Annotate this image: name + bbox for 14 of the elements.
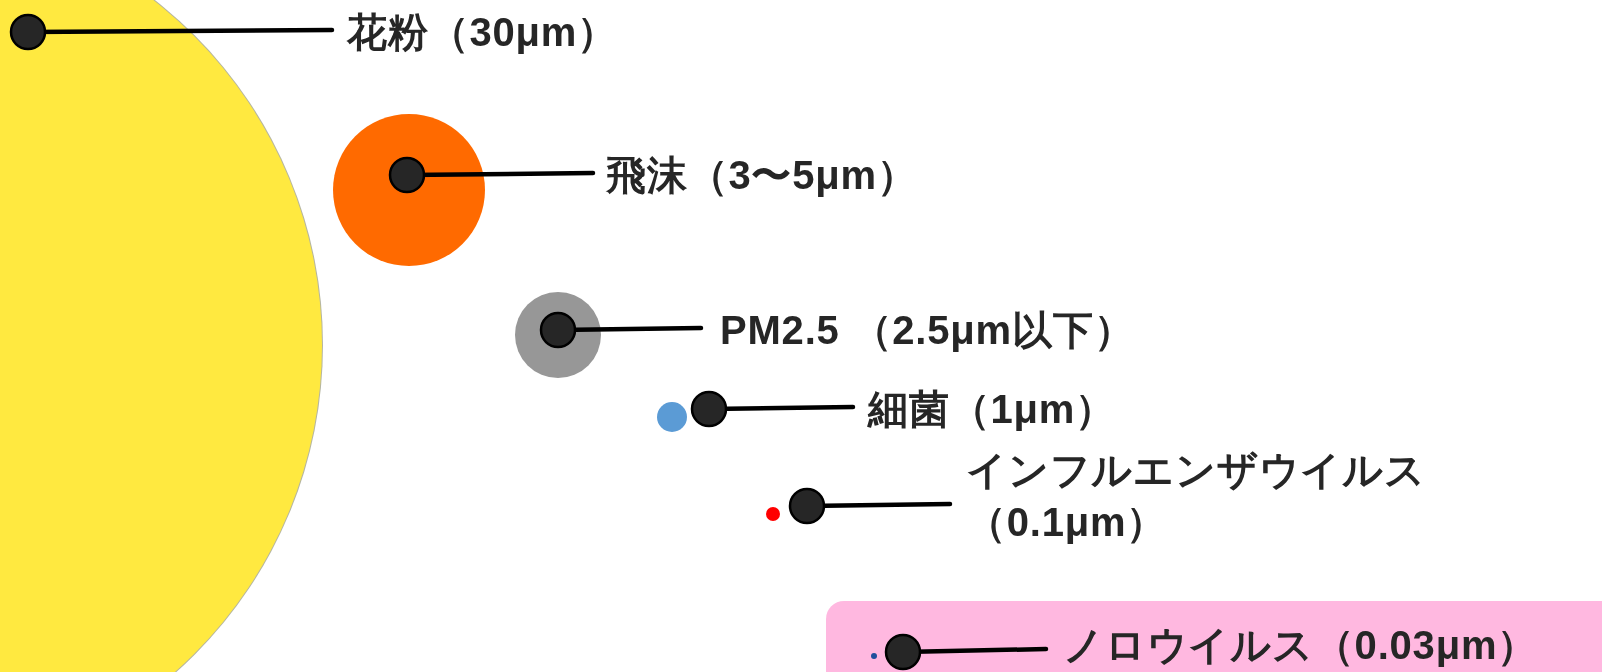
leader-line bbox=[9, 13, 335, 51]
leader-line bbox=[690, 390, 856, 428]
leader-line bbox=[388, 156, 596, 194]
leader-line bbox=[539, 311, 704, 349]
particle-label: ノロウイルス（0.03μm） bbox=[1063, 619, 1539, 671]
particle-label: 花粉（30μm） bbox=[347, 6, 618, 58]
leader-line bbox=[788, 487, 953, 525]
particle-label: インフルエンザウイルス（0.1μm） bbox=[966, 444, 1506, 548]
particle-label: PM2.5 （2.5μm以下） bbox=[720, 304, 1135, 356]
bacterium-particle bbox=[657, 402, 687, 432]
leader-line bbox=[884, 633, 1049, 671]
particle-label: 細菌（1μm） bbox=[868, 383, 1116, 435]
virus-particle bbox=[766, 507, 780, 521]
particle-label: 飛沫（3〜5μm） bbox=[606, 149, 918, 201]
